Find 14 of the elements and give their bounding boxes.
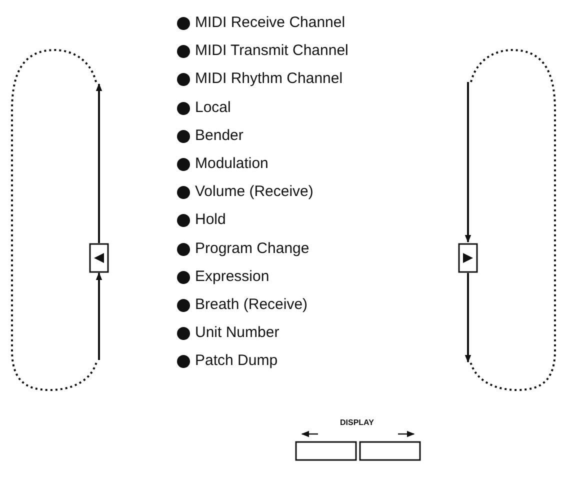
parameter-name: MIDI Transmit Channel [195,42,348,60]
parameter-name: Volume (Receive) [195,183,314,202]
parameter-name: Bender [195,126,244,145]
parameter-name: Unit Number [195,324,280,342]
parameter-name: Program Change [195,240,310,258]
parameter-name: MIDI Rhythm Channel [195,70,343,88]
parameter-name: Modulation [195,155,268,173]
parameter-name: Expression [195,268,270,286]
parameter-name: Breath (Receive) [195,296,308,314]
parameter-name: Local [195,98,231,117]
parameter-name: Hold [195,211,226,230]
parameter-name: MIDI Receive Channel [195,14,346,32]
parameter-name: Patch Dump [195,352,278,370]
button-caption: DISPLAY [340,418,374,427]
